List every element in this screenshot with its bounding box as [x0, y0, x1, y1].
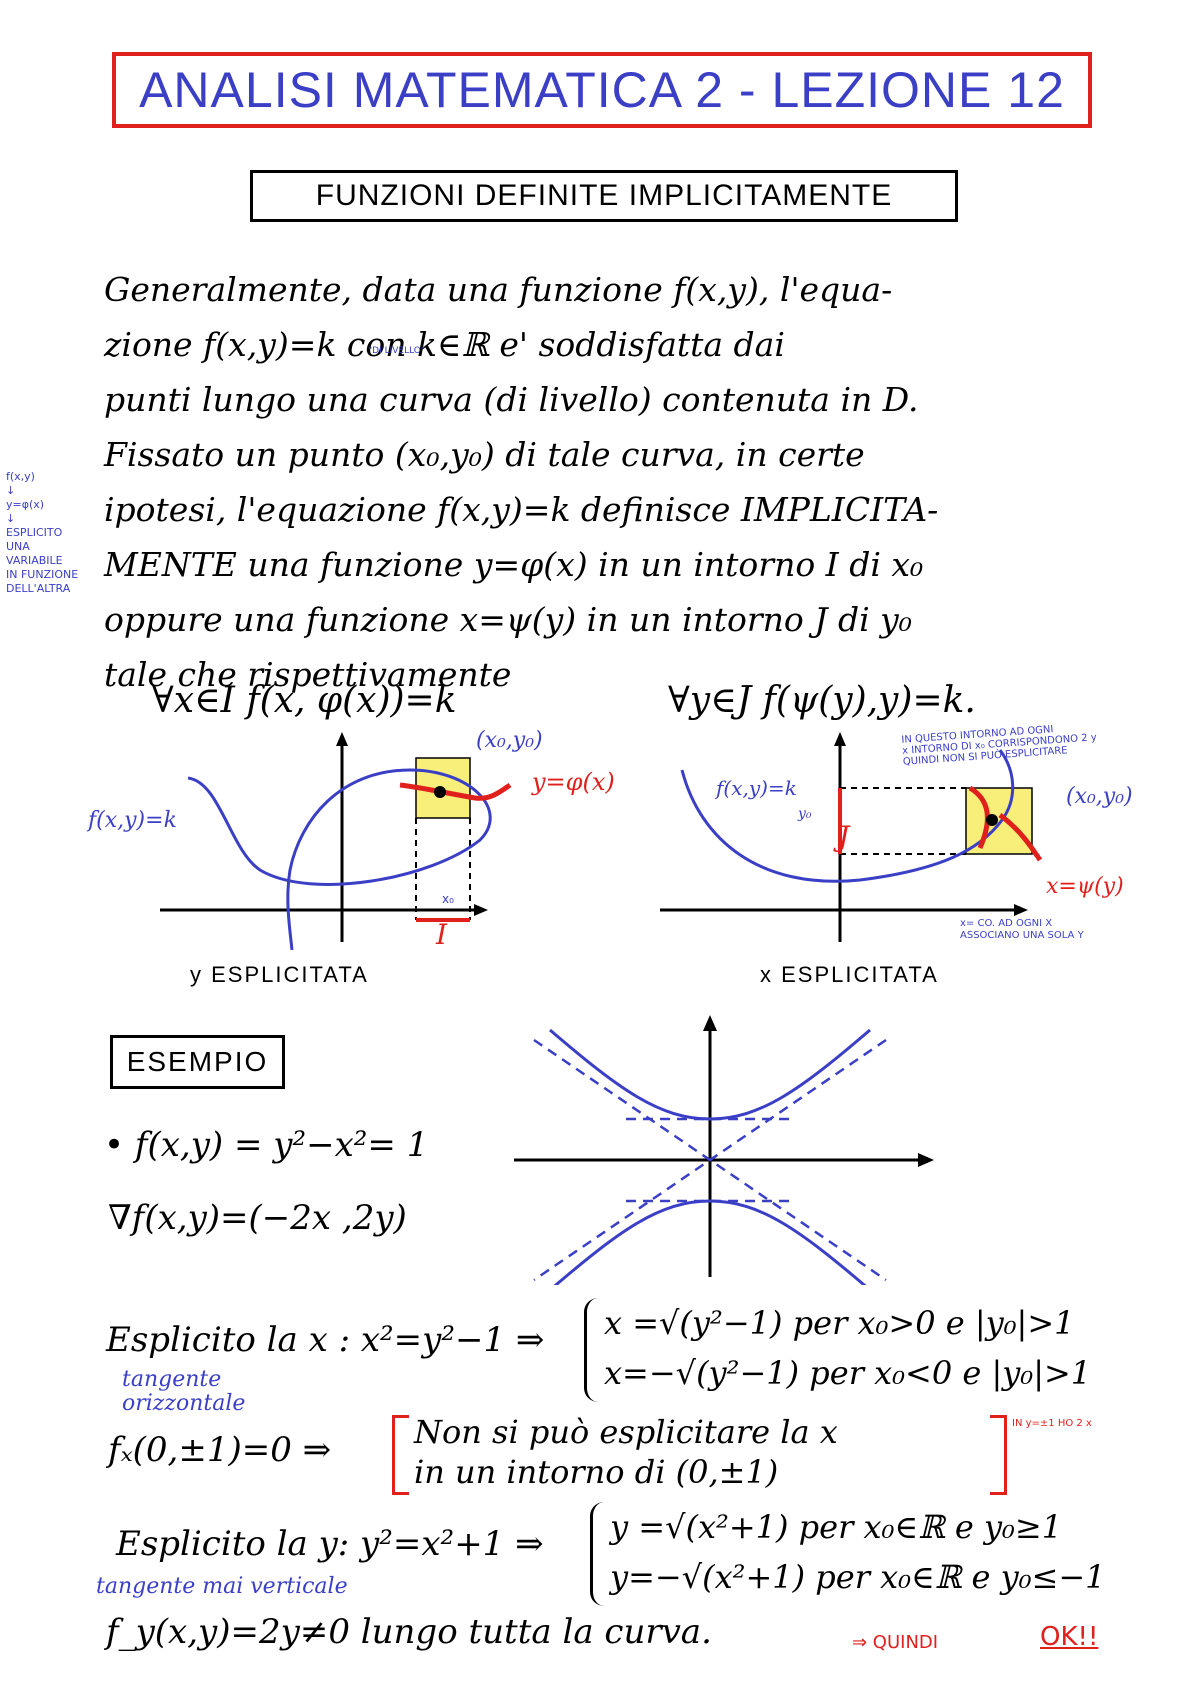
section-title: FUNZIONI DEFINITE IMPLICITAMENTE — [315, 179, 893, 212]
level-curve — [187, 768, 492, 951]
title-box: ANALISI MATEMATICA 2 - LEZIONE 12 — [112, 52, 1092, 128]
fy-line: f_y(x,y)=2y≠0 lungo tutta la curva. — [106, 1612, 712, 1652]
intro-line: oppure una funzione x=ψ(y) in un intorno… — [104, 600, 913, 639]
f-definition: • f(x,y) = y²−x²= 1 — [104, 1125, 429, 1165]
level-curve — [680, 749, 1015, 883]
explicit-y: Esplicito la y: y²=x²+1 ⇒ — [116, 1524, 544, 1564]
intro-line: Generalmente, data una funzione f(x,y), … — [104, 270, 893, 309]
hyperbola-upper — [549, 1028, 871, 1121]
implicit-branch — [399, 782, 512, 801]
red-bracket-right — [990, 1415, 1007, 1495]
gradient: ∇f(x,y)=(−2x ,2y) — [108, 1198, 407, 1238]
right-formula: ∀y∈J f(ψ(y),y)=k. — [668, 680, 976, 721]
point-x0y0 — [986, 814, 998, 826]
cannot-explicit: Non si può esplicitare la x in un intorn… — [414, 1413, 838, 1491]
right-y0-label: y₀ — [798, 806, 812, 822]
asymptote — [533, 1038, 887, 1282]
left-caption: y ESPLICITATA — [190, 962, 369, 987]
intro-line: tale che rispettivamente — [104, 655, 512, 694]
intro-paragraph: Generalmente, data una funzione f(x,y), … — [104, 262, 1164, 702]
point-x0y0 — [434, 786, 446, 798]
fx-line: fₓ(0,±1)=0 ⇒ — [108, 1430, 332, 1470]
brace — [584, 1298, 605, 1402]
left-curve-label: f(x,y)=k — [88, 808, 177, 833]
left-formula: ∀x∈I f(x, φ(x))=k — [152, 680, 457, 721]
intro-line: MENTE una funzione y=φ(x) in un intorno … — [104, 545, 924, 584]
left-branch-label: y=φ(x) — [532, 768, 615, 796]
right-curve-label: f(x,y)=k — [716, 776, 797, 800]
left-interval-label: I — [436, 918, 448, 951]
explicit-x: Esplicito la x : x²=y²−1 ⇒ — [106, 1320, 545, 1360]
left-x0-label: x₀ — [442, 892, 454, 906]
right-caption: x ESPLICITATA — [760, 962, 939, 987]
right-interval-label: J — [838, 820, 850, 853]
right-point-label: (x₀,y₀) — [1066, 784, 1133, 809]
intro-line: ipotesi, l'equazione f(x,y)=k definisce … — [104, 490, 939, 529]
red-bracket-left — [392, 1415, 409, 1495]
implicit-branch — [968, 785, 1043, 862]
intro-line: Fissato un punto (x₀,y₀) di tale curva, … — [104, 435, 865, 474]
subtitle-box: FUNZIONI DEFINITE IMPLICITAMENTE — [250, 170, 958, 222]
example-box: ESEMPIO — [110, 1035, 285, 1089]
page-title: ANALISI MATEMATICA 2 - LEZIONE 12 — [139, 62, 1065, 118]
right-branch-label: x=ψ(y) — [1046, 874, 1124, 899]
right-graph — [660, 732, 1043, 942]
tangent-vertical-note: tangente mai verticale — [96, 1574, 348, 1599]
hyperbola-graph — [514, 1015, 934, 1285]
conclusion: ⇒ QUINDI — [852, 1632, 939, 1653]
brace — [590, 1502, 611, 1606]
left-point-label: (x₀,y₀) — [476, 728, 543, 753]
ok-mark: OK!! — [1040, 1622, 1099, 1652]
intro-line: zione f(x,y)=k con k∈ℝ e' soddisfatta da… — [104, 325, 785, 364]
intro-line: punti lungo una curva (di livello) conte… — [104, 380, 919, 419]
explicit-y-cases: y =√(x²+1) per x₀∈ℝ e y₀≥1 y=−√(x²+1) pe… — [610, 1508, 1106, 1596]
tangent-horizontal-note: tangente orizzontale — [122, 1367, 246, 1416]
intro-note: "DI LIVELLO" — [368, 346, 426, 356]
left-graph — [160, 732, 512, 951]
hyperbola-lower — [553, 1199, 867, 1285]
cannot-note: IN y=±1 HO 2 x — [1012, 1418, 1092, 1429]
explicit-x-cases: x =√(y²−1) per x₀>0 e |y₀|>1 x=−√(y²−1) … — [604, 1304, 1092, 1392]
